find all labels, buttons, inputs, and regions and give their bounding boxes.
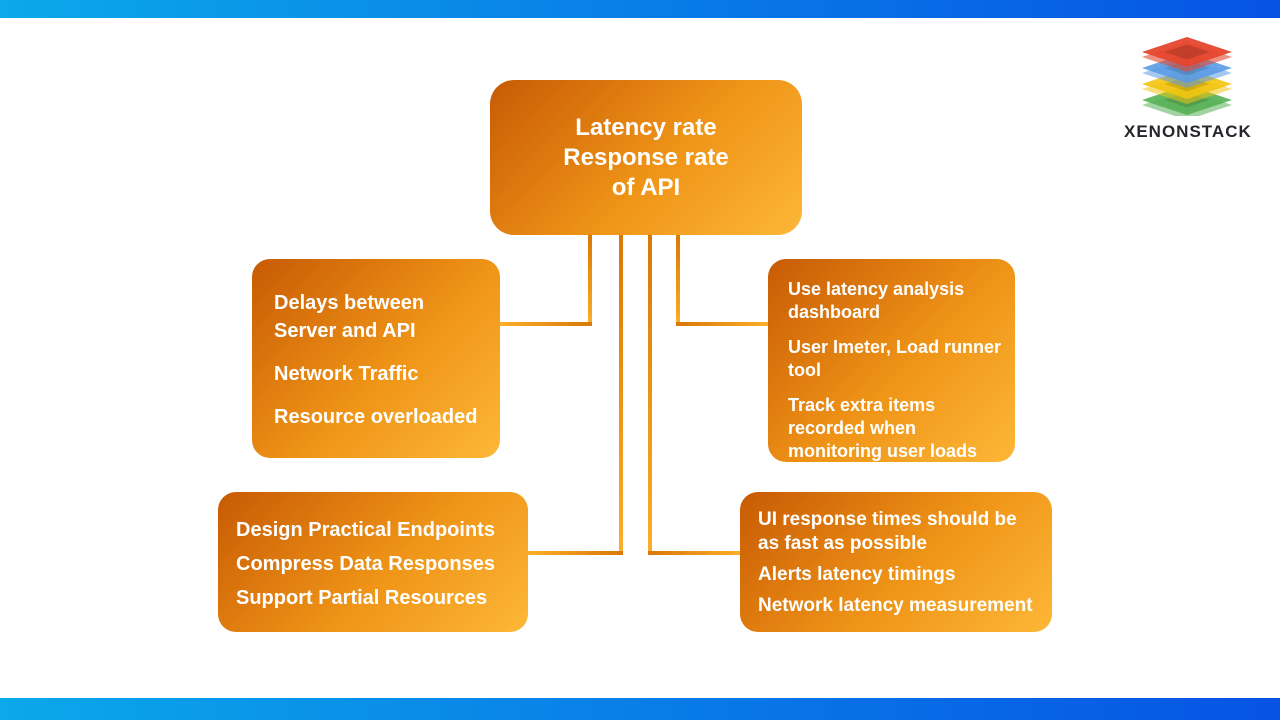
bottom-accent-bar — [0, 698, 1280, 720]
node-item: Alerts latency timings — [758, 564, 956, 585]
node-item: User Imeter, Load runner tool — [788, 337, 1002, 380]
node-root: Latency rate Response rate of API — [490, 80, 802, 235]
node-item: Network Traffic — [274, 363, 419, 385]
node-bottom-right: UI response times should be as fast as p… — [740, 492, 1052, 632]
node-top-left: Delays between Server and API Network Tr… — [252, 259, 500, 458]
connector-bottom-right-horizontal — [648, 551, 740, 555]
connector-top-right-horizontal — [676, 322, 768, 326]
connector-bottom-left-horizontal — [528, 551, 623, 555]
connector-top-left-horizontal — [500, 322, 592, 326]
node-item: Resource overloaded — [274, 406, 478, 428]
connector-top-left-vertical — [588, 234, 592, 326]
node-top-right: Use latency analysis dashboard User Imet… — [768, 259, 1015, 462]
node-item: Network latency measurement — [758, 595, 1033, 616]
node-item: Compress Data Responses — [236, 553, 495, 575]
root-title-line: Response rate — [563, 143, 729, 171]
top-accent-bar — [0, 0, 1280, 18]
node-item: Delays between Server and API — [274, 292, 425, 342]
root-title-line: of API — [611, 173, 681, 201]
node-item: Support Partial Resources — [236, 587, 488, 609]
stacked-layers-icon — [1142, 37, 1232, 116]
connector-top-right-vertical — [676, 234, 680, 326]
connector-bottom-right-vertical — [648, 234, 652, 555]
node-bottom-left: Design Practical Endpoints Compress Data… — [218, 492, 528, 632]
xenonstack-logo: XENONSTACK — [1124, 36, 1252, 142]
root-title-line: Latency rate — [575, 113, 717, 141]
node-item: UI response times should be as fast as p… — [758, 509, 1017, 554]
node-item: Use latency analysis dashboard — [788, 279, 965, 322]
node-item: Track extra items recorded when monitori… — [788, 395, 978, 461]
connector-bottom-left-vertical — [619, 234, 623, 555]
xenonstack-wordmark: XENONSTACK — [1124, 122, 1252, 141]
node-item: Design Practical Endpoints — [236, 519, 495, 541]
